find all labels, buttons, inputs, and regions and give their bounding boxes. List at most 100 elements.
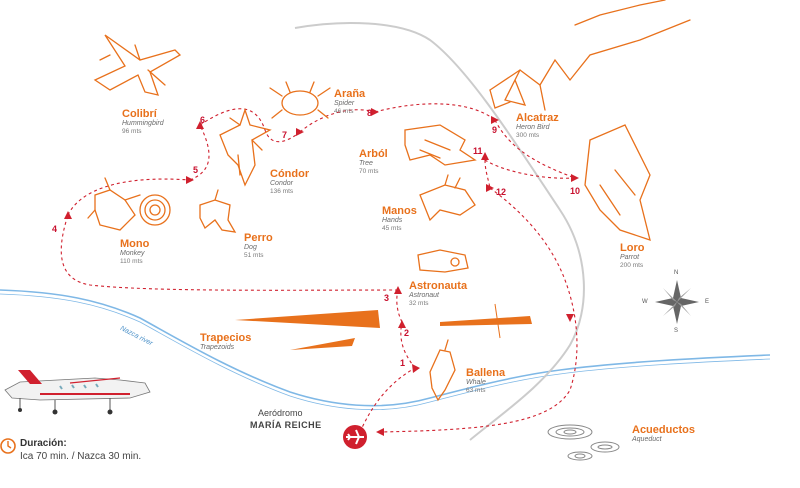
figure-name: Ballena <box>466 367 506 379</box>
flight-route <box>60 103 578 433</box>
label-ballena: Ballena Whale 63 mts <box>466 367 505 394</box>
airport-label: Aeródromo <box>258 408 303 418</box>
label-loro: Loro Parrot 200 mts <box>620 242 644 269</box>
arrow-icon <box>376 428 384 436</box>
route-arrows <box>64 108 579 436</box>
figure-name: Arból <box>359 148 388 160</box>
label-arbol: Arból Tree 70 mts <box>359 148 388 175</box>
route-number: 5 <box>193 165 199 175</box>
figure-size: 136 mts <box>270 187 294 195</box>
label-trapecios: Trapecios Trapezoids <box>200 332 251 352</box>
route-number: 4 <box>52 224 58 234</box>
route-number: 3 <box>384 293 390 303</box>
figure-size: 45 mts <box>382 224 402 232</box>
airport-name: MARÍA REICHE <box>250 420 322 430</box>
figure-english: Astronaut <box>409 292 439 300</box>
airport-icon <box>343 425 367 449</box>
figure-name: Acueductos <box>632 424 695 436</box>
route-number: 12 <box>496 187 507 197</box>
figure-size: 96 mts <box>122 127 142 135</box>
duration-text: Ica 70 min. / Nazca 30 min. <box>20 451 142 462</box>
condor-icon <box>219 107 272 187</box>
highway-road <box>294 22 585 441</box>
figure-size: 51 mts <box>244 251 264 259</box>
figure-size: 32 mts <box>409 299 429 307</box>
figure-english: Whale <box>466 379 486 387</box>
compass-west: W <box>642 299 648 305</box>
figure-name: Perro <box>244 232 273 244</box>
label-perro: Perro Dog 51 mts <box>244 232 273 259</box>
compass-north: N <box>674 270 679 276</box>
arrow-icon <box>64 211 72 219</box>
figure-name: Araña <box>334 88 366 100</box>
figure-size: 46 mts <box>334 107 354 115</box>
route-number: 8 <box>367 108 373 118</box>
monkey-icon <box>87 177 171 231</box>
compass-south: S <box>674 328 679 334</box>
figure-english: Spider <box>334 100 355 108</box>
dog-icon <box>199 189 237 233</box>
route-number: 11 <box>473 146 483 156</box>
figure-name: Loro <box>620 242 645 254</box>
river-bank <box>0 293 771 411</box>
label-mono: Mono Monkey 110 mts <box>120 238 149 265</box>
figure-english: Hands <box>382 217 403 225</box>
label-condor: Cóndor Condor 136 mts <box>270 168 309 195</box>
route-number: 9 <box>492 125 498 135</box>
label-acueductos: Acueductos Aqueduct <box>632 424 695 444</box>
label-colibri: Colibrí Hummingbird 96 mts <box>122 108 164 135</box>
route-number: 10 <box>570 186 581 196</box>
arrow-icon <box>296 128 304 136</box>
label-alcatraz: Alcatraz Heron Bird 300 mts <box>516 112 559 139</box>
figure-english: Aqueduct <box>632 436 662 444</box>
parrot-icon <box>584 124 651 241</box>
figure-english: Condor <box>270 180 293 188</box>
figure-english: Tree <box>359 160 373 168</box>
heron-bird-icon <box>489 0 691 111</box>
figure-size: 110 mts <box>120 257 143 265</box>
clock-icon <box>0 438 16 454</box>
tree-icon <box>404 124 477 166</box>
route-number: 2 <box>404 328 410 338</box>
airplane-icon <box>4 370 151 415</box>
hummingbird-icon <box>93 34 182 96</box>
arrow-icon <box>196 121 204 129</box>
label-astronauta: Astronauta Astronaut 32 mts <box>409 280 467 307</box>
arrow-icon <box>566 314 574 322</box>
figure-english: Hummingbird <box>122 120 164 128</box>
figure-english: Dog <box>244 244 257 252</box>
arrow-icon <box>491 116 499 124</box>
arrow-icon <box>486 184 494 192</box>
label-arana: Araña Spider 46 mts <box>334 88 365 115</box>
figure-name: Mono <box>120 238 150 250</box>
astronaut-icon <box>417 249 469 273</box>
label-manos: Manos Hands 45 mts <box>382 205 417 232</box>
figure-name: Alcatraz <box>516 112 559 124</box>
trapezoids-icon <box>235 303 532 350</box>
arrow-icon <box>571 174 579 182</box>
route-number: 6 <box>200 115 206 125</box>
compass-icon <box>655 280 699 324</box>
arrow-icon <box>371 108 379 116</box>
duration-title: Duración: <box>20 438 67 449</box>
figure-size: 300 mts <box>516 131 540 139</box>
figure-name: Manos <box>382 205 417 217</box>
arrow-icon <box>394 286 402 294</box>
arrow-icon <box>412 364 420 373</box>
aqueduct-icon <box>547 424 620 461</box>
figure-size: 63 mts <box>466 386 486 394</box>
whale-icon <box>429 339 456 402</box>
figure-english: Trapezoids <box>200 344 235 352</box>
route-number: 1 <box>400 358 406 368</box>
figure-name: Trapecios <box>200 332 252 344</box>
figure-size: 200 mts <box>620 261 644 269</box>
figure-size: 70 mts <box>359 167 379 175</box>
arrow-icon <box>186 176 194 184</box>
hands-icon <box>419 174 476 222</box>
figure-name: Astronauta <box>409 280 468 292</box>
figure-english: Parrot <box>620 254 640 262</box>
nazca-river <box>0 289 771 407</box>
arrow-icon <box>398 320 406 328</box>
